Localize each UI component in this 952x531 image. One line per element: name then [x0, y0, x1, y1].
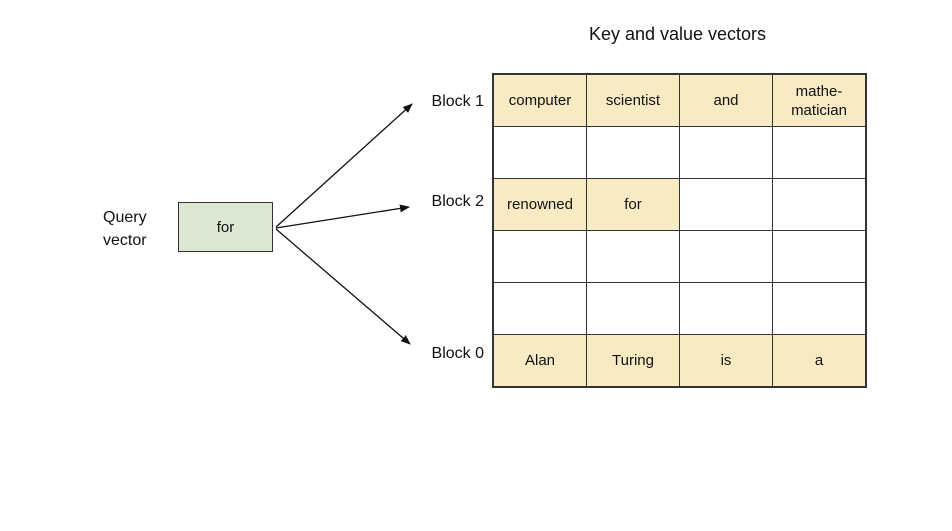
key-value-table: computer scientist and mathe- matician r…	[492, 73, 867, 388]
block-1-label: Block 1	[431, 93, 484, 110]
table-cell: a	[772, 334, 867, 388]
table-row: Alan Turing is a	[492, 334, 867, 388]
block-0-label: Block 0	[431, 345, 484, 362]
table-row: renowned for	[492, 178, 867, 231]
block-2-label: Block 2	[431, 193, 484, 210]
table-cell: Alan	[492, 334, 587, 388]
query-vector-box: for	[178, 202, 273, 252]
table-row	[492, 126, 867, 179]
table-cell	[492, 230, 587, 283]
table-cell	[586, 282, 680, 335]
table-row	[492, 230, 867, 283]
table-cell	[586, 230, 680, 283]
table-cell: is	[679, 334, 773, 388]
table-cell: and	[679, 73, 773, 127]
table-cell: mathe- matician	[772, 73, 867, 127]
table-cell	[772, 178, 867, 231]
table-cell	[772, 282, 867, 335]
table-cell: scientist	[586, 73, 680, 127]
table-cell	[679, 178, 773, 231]
table-cell	[679, 282, 773, 335]
table-cell	[679, 230, 773, 283]
table-cell: computer	[492, 73, 587, 127]
table-cell: Turing	[586, 334, 680, 388]
arrow-to-block-0	[275, 228, 411, 345]
table-cell	[772, 230, 867, 283]
table-cell	[772, 126, 867, 179]
table-cell: renowned	[492, 178, 587, 231]
table-row: computer scientist and mathe- matician	[492, 73, 867, 127]
diagram-title: Key and value vectors	[588, 24, 767, 44]
table-cell	[586, 126, 680, 179]
table-cell	[492, 282, 587, 335]
table-cell: for	[586, 178, 680, 231]
table-cell	[492, 126, 587, 179]
query-vector-value: for	[216, 218, 235, 236]
table-cell	[679, 126, 773, 179]
table-row	[492, 282, 867, 335]
query-vector-label: Query vector	[103, 209, 147, 249]
